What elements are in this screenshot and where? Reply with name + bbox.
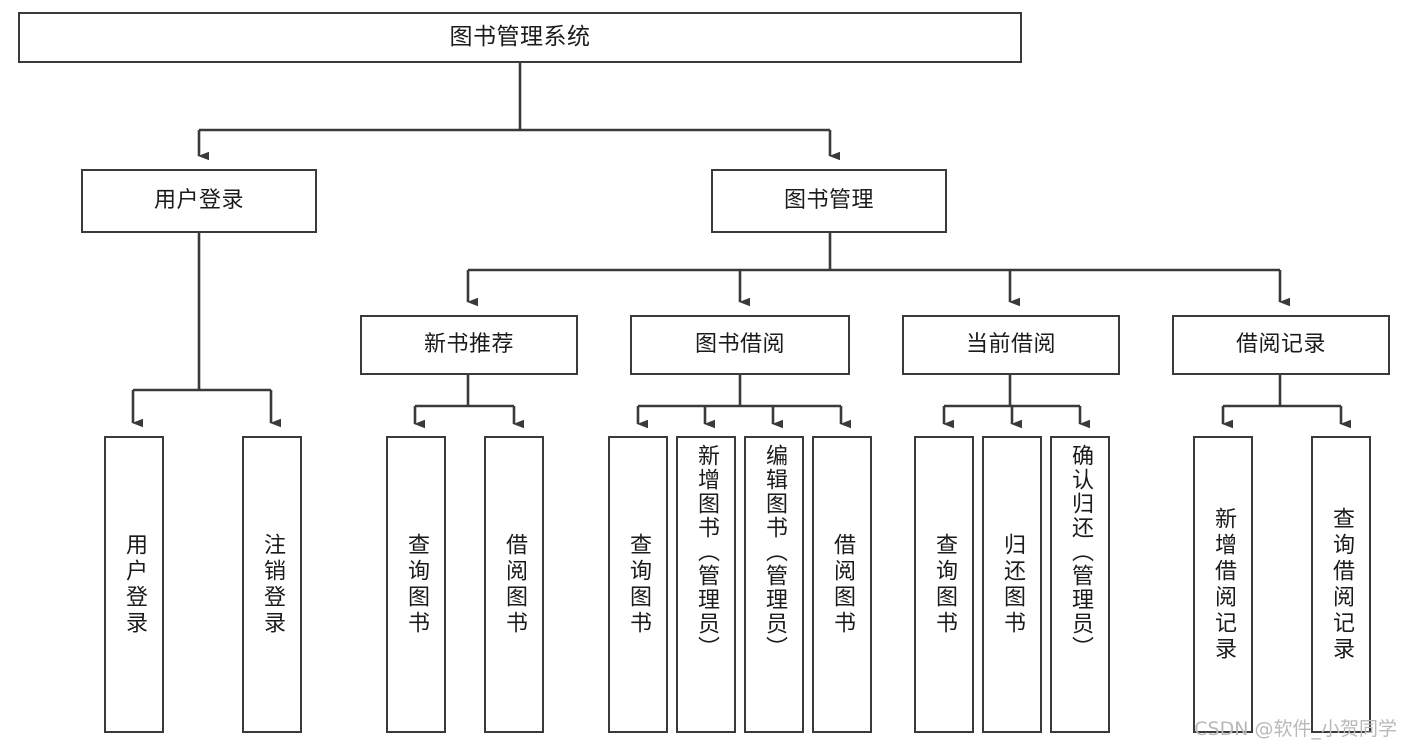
node-leaf-return-book[interactable]: 归还图书 <box>982 436 1042 733</box>
node-label: 新增图书（管理员） <box>694 444 719 660</box>
node-leaf-user-login[interactable]: 用户登录 <box>104 436 164 733</box>
node-current-borrow[interactable]: 当前借阅 <box>902 315 1120 375</box>
node-label: 查询图书 <box>404 532 429 637</box>
node-label: 查询借阅记录 <box>1329 506 1354 663</box>
node-leaf-borrow-book-recommend[interactable]: 借阅图书 <box>484 436 544 733</box>
node-leaf-confirm-return[interactable]: 确认归还（管理员） <box>1050 436 1110 733</box>
edges-book-borrow-to-leaves <box>636 375 851 429</box>
node-leaf-query-book-recommend[interactable]: 查询图书 <box>386 436 446 733</box>
csdn-watermark: CSDN @软件_小贺同学 <box>1194 718 1397 740</box>
node-user-login[interactable]: 用户登录 <box>81 169 317 233</box>
node-leaf-borrow-book[interactable]: 借阅图书 <box>812 436 872 733</box>
node-label: 注销登录 <box>260 532 285 637</box>
node-label: 借阅图书 <box>830 532 855 637</box>
node-label: 归还图书 <box>1000 532 1025 637</box>
node-label: 图书借阅 <box>694 331 785 357</box>
node-label: 借阅图书 <box>502 532 527 637</box>
node-root-book-management-system[interactable]: 图书管理系统 <box>18 12 1022 63</box>
node-label: 用户登录 <box>122 532 147 637</box>
edges-current-borrow-to-leaves <box>942 375 1090 429</box>
node-label: 新书推荐 <box>423 331 514 357</box>
node-leaf-add-book[interactable]: 新增图书（管理员） <box>676 436 736 733</box>
node-label: 用户登录 <box>153 187 244 213</box>
node-book-borrow[interactable]: 图书借阅 <box>630 315 850 375</box>
node-label: 借阅记录 <box>1235 331 1326 357</box>
node-leaf-query-borrow-record[interactable]: 查询借阅记录 <box>1311 436 1371 733</box>
node-label: 图书管理系统 <box>449 23 591 50</box>
node-label: 当前借阅 <box>965 331 1056 357</box>
node-leaf-logout-login[interactable]: 注销登录 <box>242 436 302 733</box>
node-label: 新增借阅记录 <box>1211 506 1236 663</box>
edges-user-login-to-leaves <box>131 233 281 428</box>
node-label: 确认归还（管理员） <box>1068 444 1093 660</box>
node-new-book-recommend[interactable]: 新书推荐 <box>360 315 578 375</box>
edges-borrow-record-to-leaves <box>1221 375 1351 429</box>
node-book-management[interactable]: 图书管理 <box>711 169 947 233</box>
node-leaf-query-book-borrow[interactable]: 查询图书 <box>608 436 668 733</box>
edges-book-manage-to-level3 <box>466 233 1290 307</box>
node-leaf-query-book-current[interactable]: 查询图书 <box>914 436 974 733</box>
node-borrow-record[interactable]: 借阅记录 <box>1172 315 1390 375</box>
node-leaf-add-borrow-record[interactable]: 新增借阅记录 <box>1193 436 1253 733</box>
edges-root-to-level2 <box>197 63 840 161</box>
node-label: 编辑图书（管理员） <box>762 444 787 660</box>
node-leaf-edit-book[interactable]: 编辑图书（管理员） <box>744 436 804 733</box>
node-label: 图书管理 <box>783 187 874 213</box>
node-label: 查询图书 <box>626 532 651 637</box>
node-label: 查询图书 <box>932 532 957 637</box>
edges-new-book-recommend-to-leaves <box>413 375 524 429</box>
